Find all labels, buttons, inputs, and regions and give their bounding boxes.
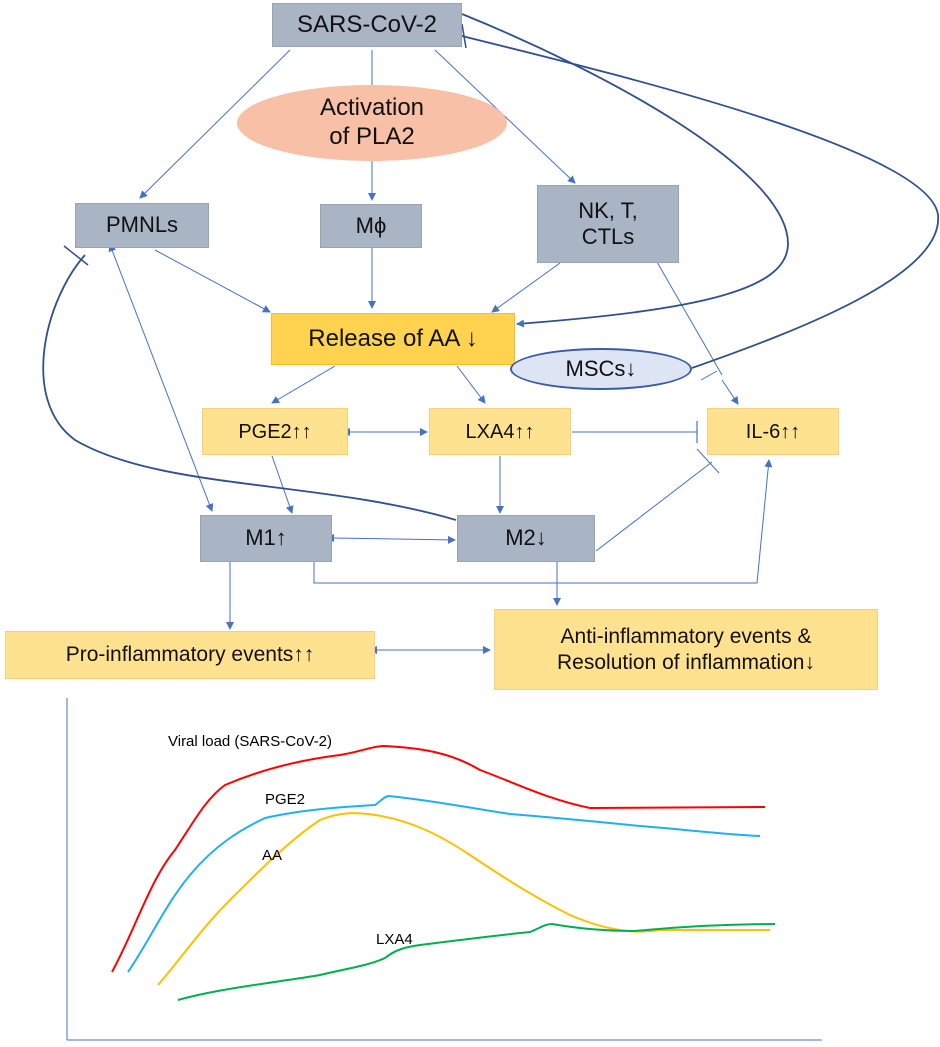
- node-il6: IL-6↑↑: [707, 408, 839, 455]
- arrow-m1-to-il6: [313, 459, 773, 584]
- curve-aa: [157, 812, 770, 986]
- node-m1: M1↑: [200, 515, 332, 562]
- curve-pge2: [127, 794, 761, 973]
- arrow-pmnls-to-aa: [154, 249, 271, 313]
- curve-m2-to-pmnls: [42, 254, 457, 521]
- inhibit-nk-il6: [656, 261, 723, 376]
- inhibit-m2-il6: [595, 461, 713, 552]
- pla2-line-1: Activation: [319, 94, 425, 122]
- arrow-m1-m2: [326, 534, 456, 544]
- node-m2: M2↓: [457, 515, 595, 562]
- node-pro-inflammatory: Pro-inflammatory events↑↑: [5, 631, 375, 679]
- arrow-nk-to-aa: [491, 262, 561, 313]
- node-pge2: PGE2↑↑: [202, 408, 348, 455]
- label-lxa4: LXA4: [376, 931, 413, 948]
- node-mscs: MSCs↓: [510, 348, 692, 390]
- node-macrophage: Mϕ: [320, 204, 422, 248]
- arrow-aa-to-lxa4: [456, 365, 486, 404]
- arrow-pge2-to-m1: [271, 455, 294, 514]
- arrow-aa-to-pge2: [271, 365, 336, 404]
- pla2-line-2: of PLA2: [329, 123, 415, 150]
- curve-sars-to-aa: [461, 13, 789, 328]
- arrow-pmnls-m1: [108, 243, 214, 512]
- label-pge2: PGE2: [265, 791, 305, 808]
- node-anti-inflammatory: Anti-inflammatory events & Resolution of…: [494, 609, 878, 690]
- node-pmnls: PMNLs: [75, 203, 209, 248]
- curve-lxa4: [177, 922, 776, 1001]
- nk-line-1: NK, T,: [578, 197, 638, 223]
- label-viral-load: Viral load (SARS-CoV-2): [168, 733, 332, 750]
- label-aa: AA: [262, 847, 282, 864]
- curve-viral-load: [111, 744, 766, 973]
- anti-line-2: Resolution of inflammation↓: [557, 650, 815, 674]
- arrow-sars-to-pmnls: [139, 49, 291, 199]
- node-nk-t-ctls: NK, T, CTLs: [537, 185, 679, 263]
- node-lxa4: LXA4↑↑: [429, 408, 571, 455]
- curve-sars-to-mscs: [461, 35, 939, 369]
- node-sars-cov-2: SARS-CoV-2: [272, 3, 462, 47]
- anti-line-1: Anti-inflammatory events &: [560, 625, 812, 649]
- node-release-of-aa: Release of AA ↓: [271, 313, 515, 365]
- nk-line-2: CTLs: [581, 224, 635, 249]
- node-activation-pla2: Activation of PLA2: [237, 85, 507, 161]
